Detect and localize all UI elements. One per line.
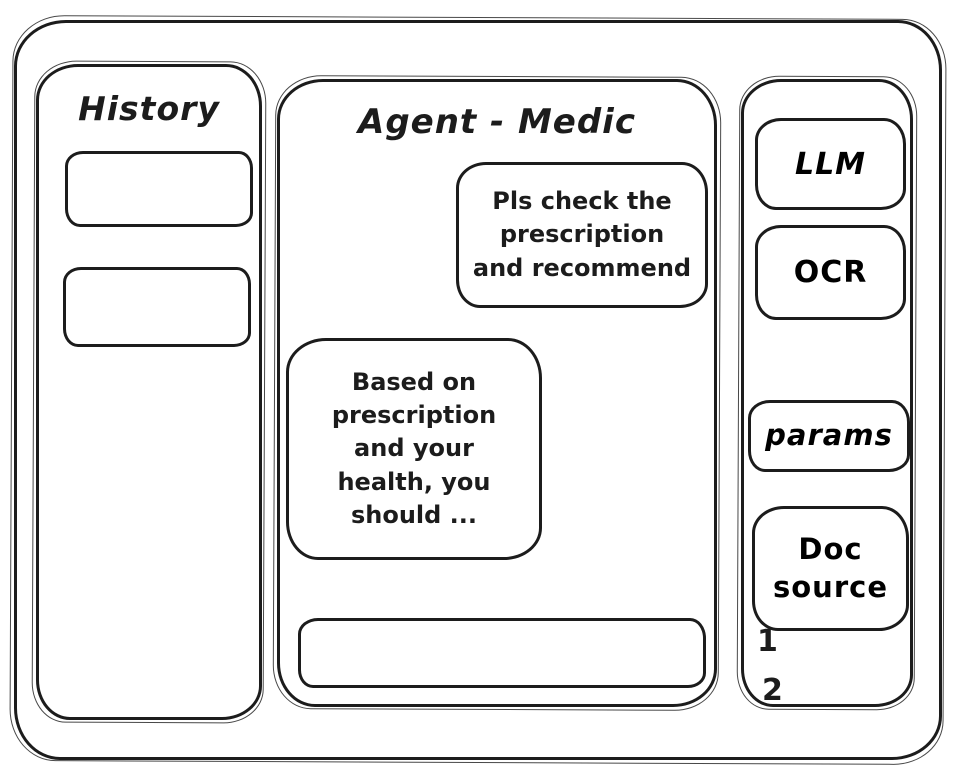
tools-panel: LLM OCR params Doc source 1 2	[741, 79, 913, 707]
chat-input[interactable]	[298, 618, 706, 688]
chat-title: Agent - Medic	[358, 102, 636, 142]
chat-panel: Agent - Medic Pls check the prescription…	[277, 79, 717, 707]
assistant-message-bubble: Based on prescription and your health, y…	[286, 338, 542, 560]
llm-button[interactable]: LLM	[755, 118, 906, 210]
ocr-button[interactable]: OCR	[755, 225, 906, 320]
doc-source-button[interactable]: Doc source	[752, 506, 909, 631]
history-panel: History	[36, 64, 262, 720]
history-item[interactable]	[63, 267, 251, 347]
doc-source-item-2[interactable]: 2	[762, 673, 783, 708]
history-item[interactable]	[65, 151, 253, 227]
doc-source-item-1[interactable]: 1	[757, 624, 778, 659]
user-message-bubble: Pls check the prescription and recommend	[456, 162, 708, 308]
params-button[interactable]: params	[748, 400, 910, 472]
history-title: History	[78, 89, 220, 128]
